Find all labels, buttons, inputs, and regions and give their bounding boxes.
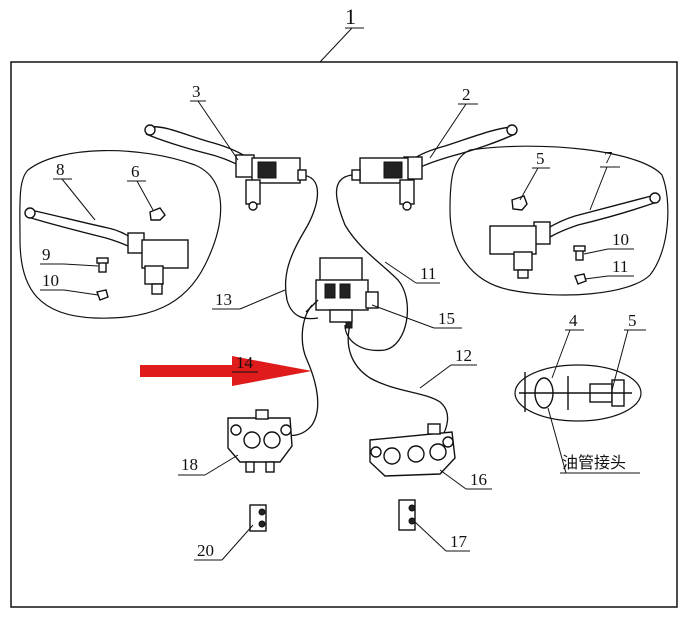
abs-unit-16 (305, 257, 379, 329)
callout-12: 11 (420, 264, 436, 283)
callout-6: 5 (536, 149, 545, 168)
hose-13 (347, 324, 449, 441)
right-parts-group-outline (449, 145, 669, 296)
callout-4-label: 4 (569, 311, 578, 330)
callout-8: 7 (604, 148, 613, 167)
fitting-label: 油管接头 (562, 453, 626, 472)
callout-11-right: 11 (612, 257, 628, 276)
callout-11-left: 10 (42, 271, 59, 290)
callout-7: 6 (131, 162, 140, 181)
caliper-17 (369, 423, 456, 477)
callout-13: 12 (455, 346, 472, 365)
bolt-10-left (96, 257, 109, 273)
lever-assembly-2 (351, 124, 518, 211)
fitting-4 (519, 372, 585, 412)
nut-11-left (96, 289, 109, 301)
callout-14: 13 (215, 290, 232, 309)
caliper-19 (227, 409, 293, 473)
lever-assembly-8 (489, 192, 661, 279)
pad-18 (398, 499, 416, 531)
fitting-detail-outline (514, 364, 642, 422)
callout-17: 16 (470, 470, 487, 489)
hose-14 (284, 174, 319, 320)
hose-12 (335, 174, 409, 352)
left-parts-group-outline (19, 150, 222, 319)
callout-9: 8 (56, 160, 65, 179)
callout-15: 14 (236, 353, 254, 372)
callout-2: 2 (462, 85, 471, 104)
callouts: 2 3 2 8 6 5 7 9 10 10 (40, 82, 646, 561)
bolt-10-right (573, 245, 586, 261)
assembly-frame (10, 61, 678, 608)
fitting-5 (585, 379, 632, 407)
pad-20 (249, 504, 267, 532)
callout-18: 17 (450, 532, 468, 551)
lever-assembly-9 (24, 207, 189, 295)
callout-19: 18 (181, 455, 198, 474)
callout-16: 15 (438, 309, 455, 328)
nut-11-right (574, 273, 587, 285)
callout-10-left: 9 (42, 245, 51, 264)
callout-10-right: 10 (612, 230, 629, 249)
callout-1: 1 (345, 4, 356, 29)
lever-assembly-3 (144, 124, 307, 211)
cap-6 (511, 195, 528, 211)
callout-20: 20 (197, 541, 214, 560)
highlight-arrow (140, 356, 312, 386)
callout-3: 3 (192, 82, 201, 101)
cap-7 (149, 207, 166, 221)
callout-5-num: 5 (628, 311, 637, 330)
